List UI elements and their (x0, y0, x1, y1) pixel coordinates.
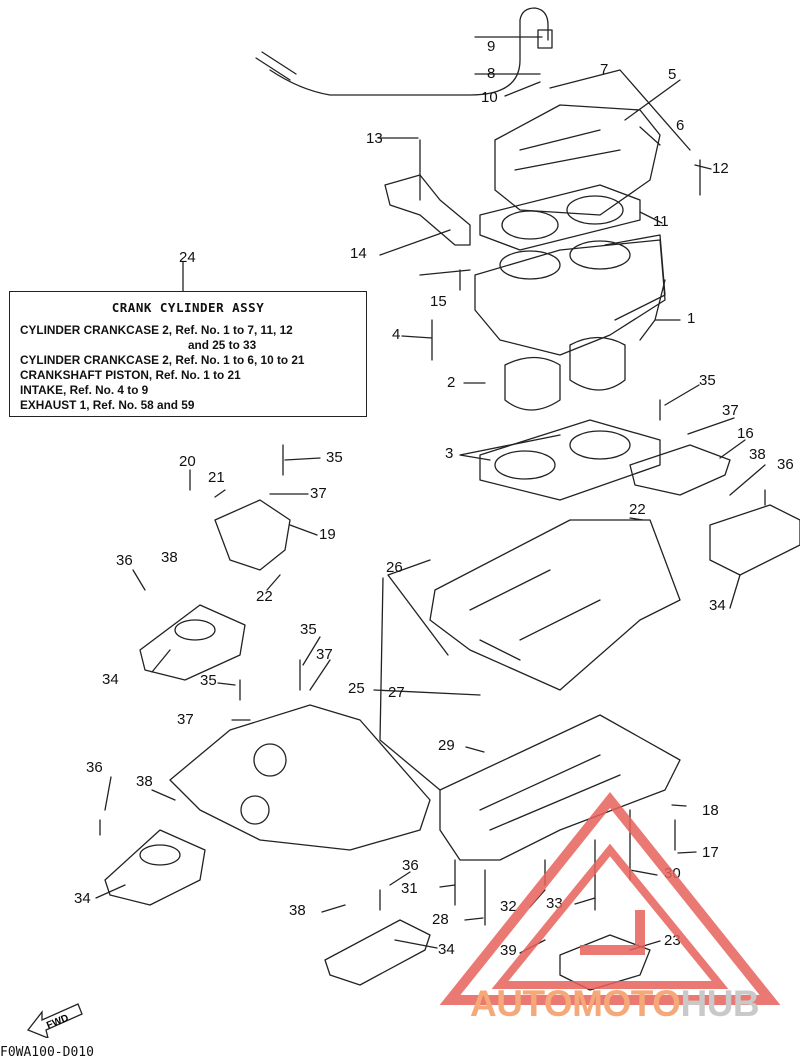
callout-label: 8 (487, 65, 496, 82)
hose-line (269, 7, 549, 96)
callout-label: 18 (702, 802, 719, 819)
assy-line-4: CRANKSHAFT PISTON, Ref. No. 1 to 21 (20, 368, 241, 382)
callout-label: 2 (447, 374, 456, 391)
cylinder-block (474, 239, 666, 356)
watermark-logo-icon (440, 791, 781, 1005)
callout-label: 9 (487, 38, 496, 55)
mount-bracket (214, 499, 291, 571)
callout-label: 19 (319, 526, 336, 543)
assy-line-1: CYLINDER CRANKCASE 2, Ref. No. 1 to 7, 1… (20, 323, 293, 337)
callout-label: 34 (438, 941, 455, 958)
callout-label: 38 (749, 446, 766, 463)
callout-label: 21 (208, 469, 225, 486)
callout-label: 20 (179, 453, 196, 470)
callout-label: 36 (402, 857, 419, 874)
cover-plate (559, 934, 651, 991)
callout-label: 34 (74, 890, 91, 907)
assy-line-3: CYLINDER CRANKCASE 2, Ref. No. 1 to 6, 1… (20, 353, 305, 367)
callout-label: 37 (316, 646, 333, 663)
callout-label: 17 (702, 844, 719, 861)
piston-left (504, 356, 561, 411)
callout-label: 13 (366, 130, 383, 147)
callout-label: 26 (386, 559, 403, 576)
callout-label: 6 (676, 117, 685, 134)
watermark-text: AUTOMOTOHUB (470, 983, 760, 1025)
assy-line-5: INTAKE, Ref. No. 4 to 9 (20, 383, 149, 397)
callout-label: 36 (116, 552, 133, 569)
assy-line-2: and 25 to 33 (188, 338, 257, 352)
callout-label: 11 (653, 213, 669, 230)
callout-label: 3 (445, 445, 454, 462)
callout-label: 36 (86, 759, 103, 776)
callout-label: 25 (348, 680, 365, 697)
base-gasket (479, 419, 661, 501)
callout-label: 37 (177, 711, 194, 728)
engine-mount-right (709, 504, 800, 576)
engine-mount-bottom (324, 919, 431, 986)
callout-label: 39 (500, 942, 517, 959)
callout-label: 34 (102, 671, 119, 688)
callout-label: 27 (388, 684, 405, 701)
upper-crankcase (429, 519, 681, 691)
callout-label: 4 (392, 326, 401, 343)
assy-line-6: EXHAUST 1, Ref. No. 58 and 59 (20, 398, 195, 412)
callout-label: 7 (600, 61, 609, 78)
callout-label: 16 (737, 425, 754, 442)
callout-label: 5 (668, 66, 677, 83)
diagram-code: F0WA100-D010 (0, 1045, 94, 1060)
callout-label: 10 (481, 89, 498, 106)
engine-mount-left-lower (104, 829, 206, 906)
callout-label: 22 (256, 588, 273, 605)
callout-label: 31 (401, 880, 418, 897)
callout-label: 32 (500, 898, 517, 915)
callout-label: 37 (310, 485, 327, 502)
callout-label: 38 (136, 773, 153, 790)
fwd-label: FWD (45, 1013, 70, 1032)
callout-label: 36 (777, 456, 794, 473)
callout-label: 22 (629, 501, 646, 518)
watermark-part-a: AUTOMOTO (470, 983, 681, 1024)
exhaust-manifold (169, 704, 431, 851)
head-gasket (479, 184, 641, 251)
callout-label: 12 (712, 160, 729, 177)
bracket (384, 174, 471, 246)
callout-label: 35 (300, 621, 317, 638)
engine-mount-left-upper (139, 604, 246, 681)
piston-right (569, 336, 626, 391)
callout-label: 38 (161, 549, 178, 566)
callout-label: 29 (438, 737, 455, 754)
intake-plate (629, 444, 731, 496)
callout-label: 24 (179, 249, 196, 266)
callout-label: 1 (687, 310, 696, 327)
callout-label: 37 (722, 402, 739, 419)
assy-table-title: CRANK CYLINDER ASSY (111, 300, 265, 315)
callout-label: 38 (289, 902, 306, 919)
callout-label: 34 (709, 597, 726, 614)
cylinder-head (494, 104, 661, 216)
fwd-arrow-icon: FWD (26, 1003, 83, 1038)
callout-label: 35 (200, 672, 217, 689)
callout-label: 14 (350, 245, 367, 262)
lower-crankcase (439, 714, 681, 861)
callout-label: 15 (430, 293, 447, 310)
crank-cylinder-assy-table: CRANK CYLINDER ASSY CYLINDER CRANKCASE 2… (9, 291, 367, 417)
callout-label: 28 (432, 911, 449, 928)
watermark-part-b: HUB (680, 983, 760, 1024)
callout-label: 35 (699, 372, 716, 389)
callout-label: 35 (326, 449, 343, 466)
